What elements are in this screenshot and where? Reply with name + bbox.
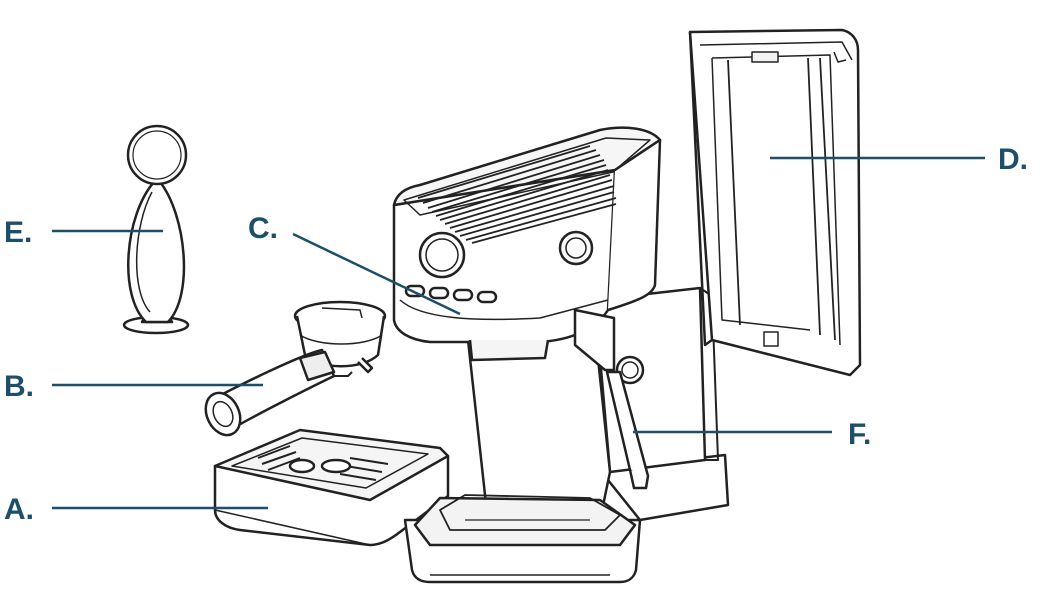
leader-line-c [292, 232, 461, 316]
label-c: C. [248, 212, 278, 245]
steam-wand-illustration [573, 308, 650, 490]
machine-body-illustration [392, 126, 730, 584]
callout-labels: A. B. C. D. E. F. [4, 143, 1028, 526]
portafilter-illustration [204, 300, 387, 437]
label-b: B. [4, 370, 34, 403]
leader-lines [52, 156, 985, 510]
water-tank-illustration [688, 28, 862, 377]
tamper-illustration [122, 124, 190, 335]
label-f: F. [848, 418, 871, 451]
drip-tray-illustration [213, 428, 450, 547]
label-a: A. [4, 493, 34, 526]
label-d: D. [998, 143, 1028, 176]
label-e: E. [4, 216, 32, 249]
